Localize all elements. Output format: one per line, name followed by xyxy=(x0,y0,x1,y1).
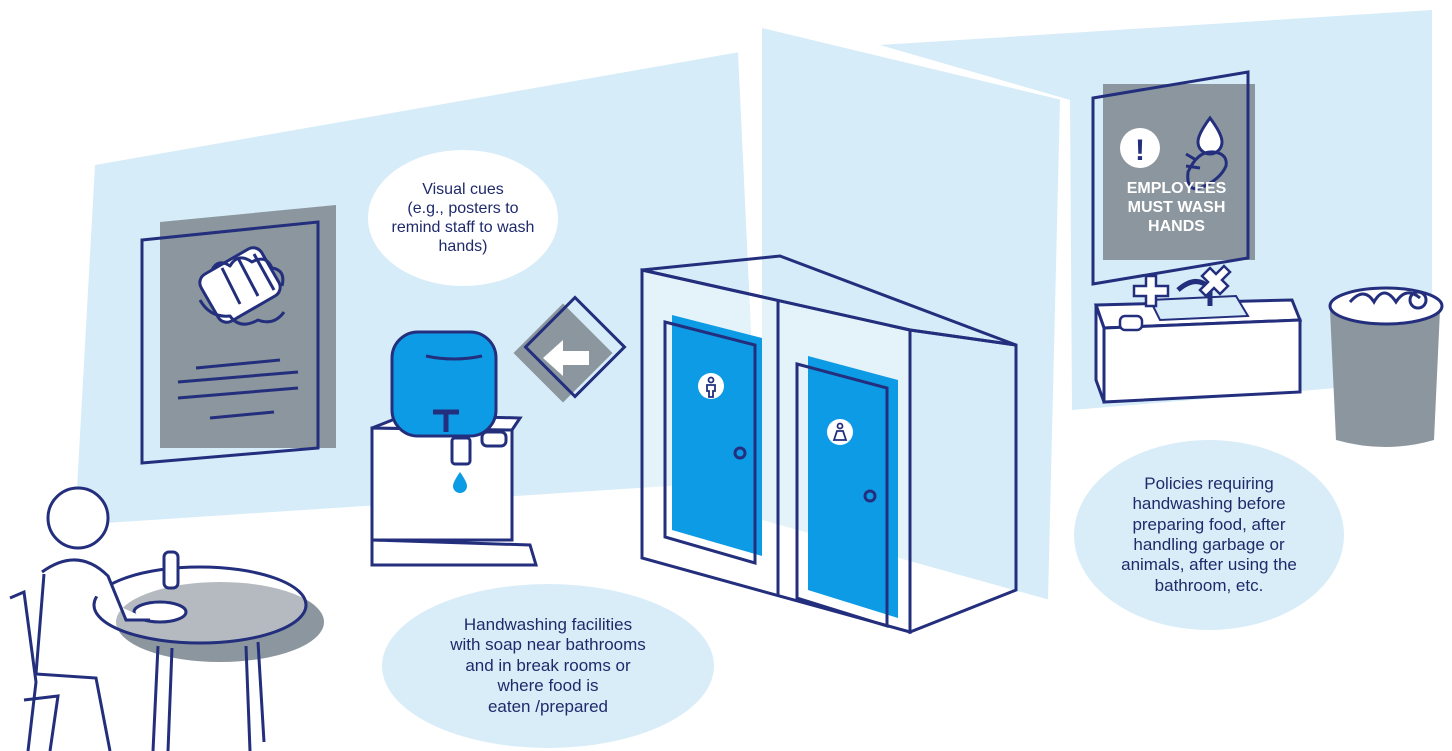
arrow-left-sign xyxy=(513,295,627,403)
alert-glyph: ! xyxy=(1135,134,1145,167)
soap-dispenser xyxy=(450,436,472,466)
cup xyxy=(162,550,180,590)
person-body xyxy=(34,558,150,751)
restroom-door-female xyxy=(808,356,898,618)
person-head xyxy=(46,486,110,550)
handwashing-poster xyxy=(140,205,336,465)
poster-text-lines xyxy=(177,358,299,420)
door-knob xyxy=(863,489,877,503)
soap-bar xyxy=(1118,314,1144,332)
arrow-left-icon xyxy=(543,340,589,376)
employees-sign-text-box: EMPLOYEES MUST WASH HANDS xyxy=(1103,180,1250,237)
tap-handle-left xyxy=(1132,274,1170,308)
wall-sink xyxy=(1093,264,1303,404)
trash-can xyxy=(1328,286,1444,447)
employees-sign: ! xyxy=(1091,70,1255,286)
door-knob xyxy=(733,446,747,460)
handwashing-policies-callout: Policies requiring handwashing before pr… xyxy=(1074,440,1344,630)
handwash-station xyxy=(370,330,539,567)
hand-wash-icon xyxy=(1185,115,1228,191)
handwashing-poster-icon xyxy=(198,246,286,326)
water-drop-icon xyxy=(453,472,467,493)
person-at-table xyxy=(9,486,324,751)
bathroom-booth xyxy=(640,254,1018,635)
handwashing-facilities-callout: Handwashing facilities with soap near ba… xyxy=(382,584,714,748)
male-restroom-icon xyxy=(706,376,716,398)
tap-handle-right xyxy=(1198,264,1232,298)
employees-sign-text: EMPLOYEES MUST WASH HANDS xyxy=(1126,180,1227,235)
chair xyxy=(9,589,60,751)
wall-seam xyxy=(1048,99,1064,601)
restroom-door-male xyxy=(672,315,762,556)
visual-cues-callout: Visual cues (e.g., posters to remind sta… xyxy=(368,150,558,286)
alert-icon xyxy=(1120,128,1160,168)
soap-bar xyxy=(480,430,508,448)
handwashing-facilities-text: Handwashing facilities with soap near ba… xyxy=(450,615,646,716)
plate xyxy=(132,600,188,624)
female-restroom-icon xyxy=(832,422,848,441)
handwashing-policies-text: Policies requiring handwashing before pr… xyxy=(1121,473,1297,595)
visual-cues-text: Visual cues (e.g., posters to remind sta… xyxy=(391,180,535,256)
